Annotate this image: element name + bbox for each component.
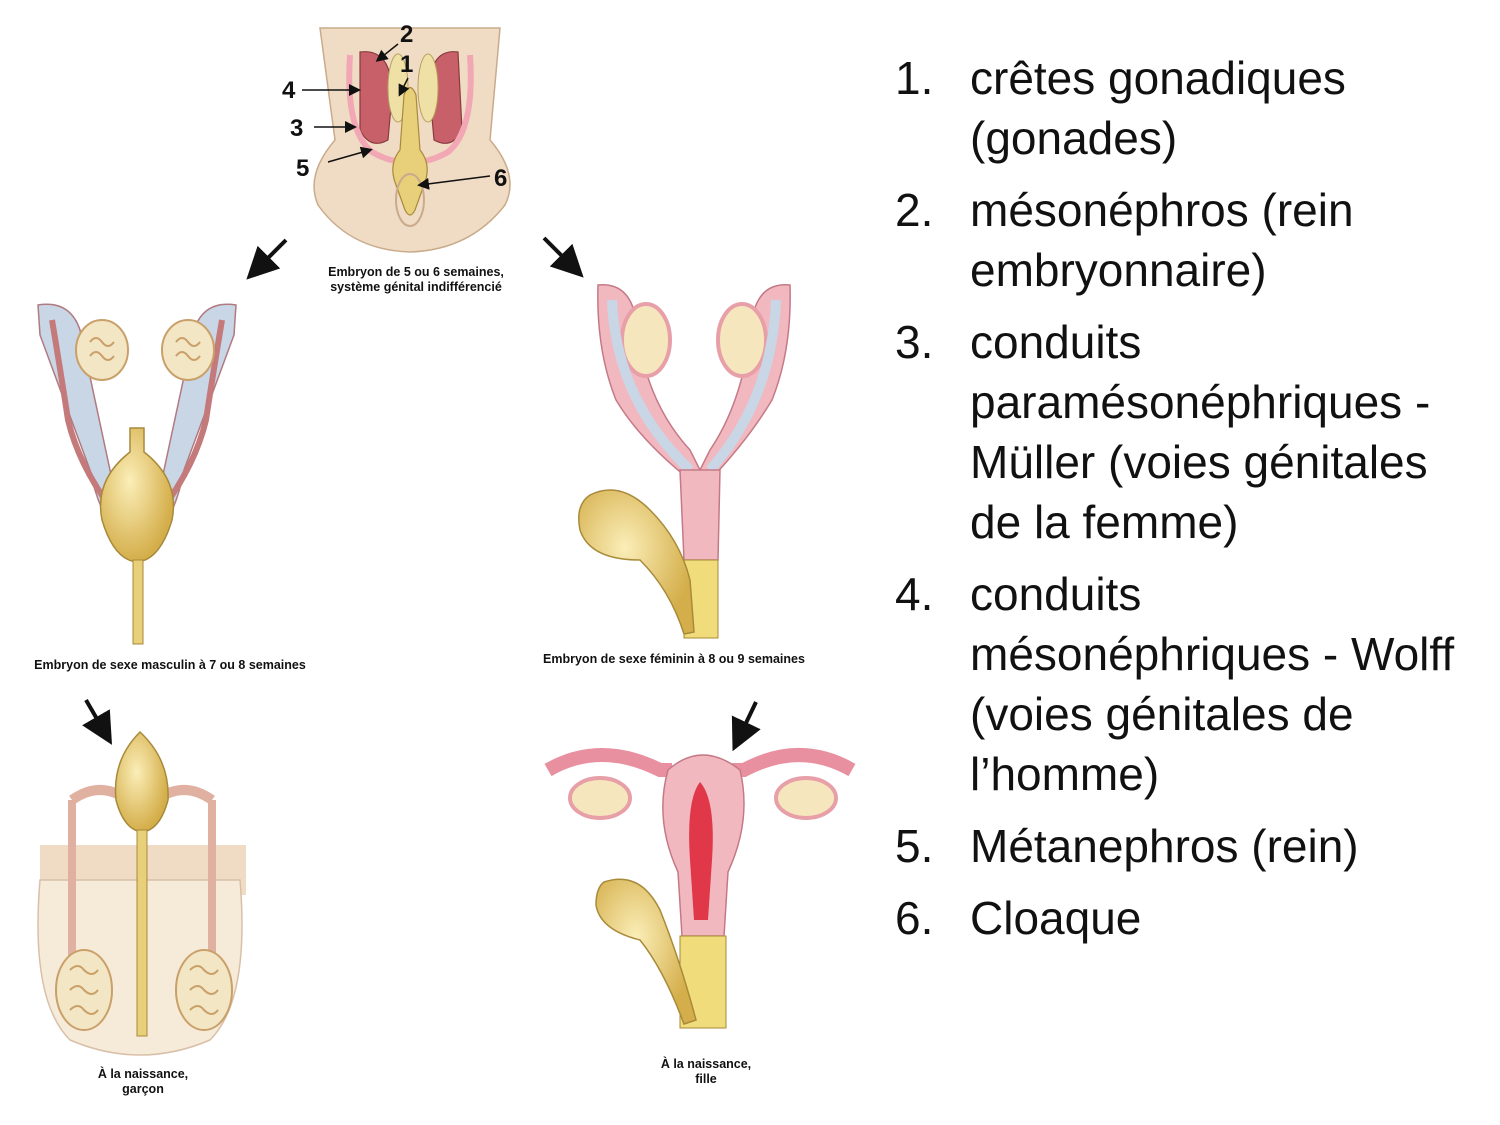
legend-text: conduits paramésonéphriques - Müller (vo…	[970, 316, 1431, 548]
female-embryo-illustration	[578, 284, 791, 639]
legend-number: 2.	[895, 184, 934, 236]
marker-3: 3	[290, 115, 303, 142]
marker-2: 2	[400, 21, 413, 48]
marker-1: 1	[400, 51, 413, 78]
arrow-to-male	[246, 238, 288, 280]
legend-item-2: 2. mésonéphros (rein embryonnaire)	[895, 180, 1485, 300]
caption-indifferent-line1: Embryon de 5 ou 6 semaines,	[328, 265, 504, 279]
caption-girl-line1: À la naissance,	[661, 1056, 751, 1071]
legend-number: 1.	[895, 52, 934, 104]
legend-text: Métanephros (rein)	[970, 820, 1359, 872]
marker-6: 6	[494, 165, 507, 192]
legend-item-1: 1. crêtes gonadiques (gonades)	[895, 48, 1485, 168]
legend-text: Cloaque	[970, 892, 1142, 944]
caption-boy-line1: À la naissance,	[98, 1066, 188, 1081]
caption-girl-line2: fille	[695, 1072, 717, 1086]
legend-list: 1. crêtes gonadiques (gonades) 2. mésonéph…	[895, 48, 1485, 960]
caption-boy-line2: garçon	[122, 1082, 164, 1096]
caption-female-embryo: Embryon de sexe féminin à 8 ou 9 semaine…	[543, 652, 805, 666]
arrow-to-boy	[82, 698, 113, 745]
legend-text: mésonéphros (rein embryonnaire)	[970, 184, 1354, 296]
indifferent-embryo-illustration: 2 1 4 3 5 6	[282, 21, 511, 253]
legend-text: conduits mésonéphriques - Wolff (voies g…	[970, 568, 1455, 800]
embryo-diagram: 2 1 4 3 5 6 Embryon de 5 ou 6 semaines, …	[34, 21, 856, 1096]
legend-number: 6.	[895, 892, 934, 944]
girl-at-birth-illustration	[544, 748, 856, 1029]
legend-number: 4.	[895, 568, 934, 620]
legend-number: 5.	[895, 820, 934, 872]
legend-text: crêtes gonadiques (gonades)	[970, 52, 1346, 164]
caption-male-embryo: Embryon de sexe masculin à 7 ou 8 semain…	[34, 658, 306, 672]
legend-item-3: 3. conduits paramésonéphriques - Müller (…	[895, 312, 1485, 552]
male-embryo-illustration	[37, 303, 237, 645]
marker-5: 5	[296, 155, 309, 182]
arrow-to-girl	[731, 701, 761, 752]
legend-number: 3.	[895, 316, 934, 368]
caption-indifferent-line2: système génital indifférencié	[330, 280, 502, 294]
marker-4: 4	[282, 77, 296, 104]
arrow-to-female	[542, 236, 584, 278]
legend-item-4: 4. conduits mésonéphriques - Wolff (voies…	[895, 564, 1485, 804]
legend-item-6: 6. Cloaque	[895, 888, 1485, 948]
legend-item-5: 5. Métanephros (rein)	[895, 816, 1485, 876]
boy-at-birth-illustration	[37, 730, 246, 1056]
